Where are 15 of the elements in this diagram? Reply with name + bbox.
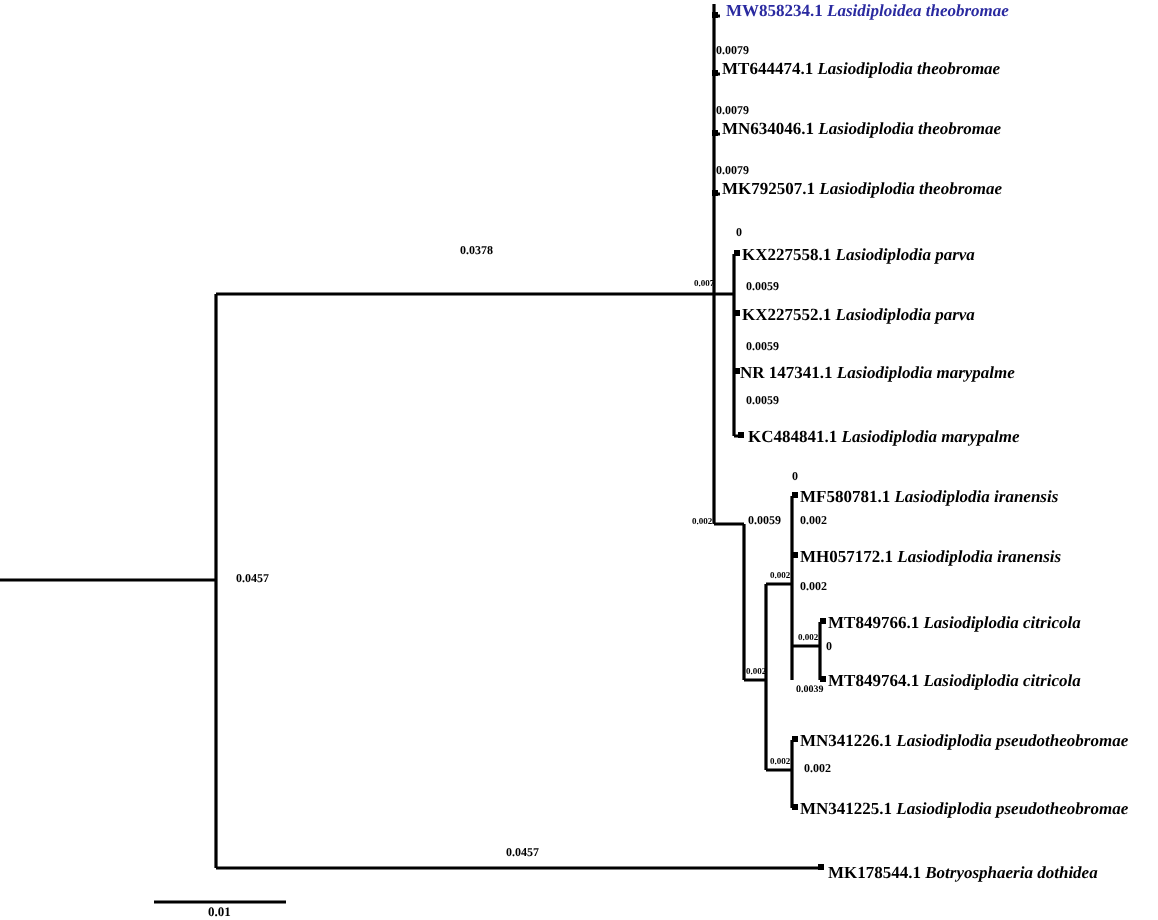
taxon-label: MN341225.1 Lasiodiplodia pseudotheobromae [800, 800, 1129, 817]
taxon-label: MN341226.1 Lasiodiplodia pseudotheobromae [800, 732, 1129, 749]
taxon-label: MF580781.1 Lasiodiplodia iranensis [800, 488, 1059, 505]
taxon-label: MK178544.1 Botryosphaeria dothidea [828, 864, 1098, 881]
taxon-label: KX227558.1 Lasiodiplodia parva [742, 246, 975, 263]
taxon-label: MN634046.1 Lasiodiplodia theobromae [722, 120, 1002, 137]
taxon-label: MH057172.1 Lasiodiplodia iranensis [800, 548, 1062, 565]
taxon-label: MW858234.1 Lasidiploidea theobromae [726, 2, 1009, 19]
taxon-label: MT849766.1 Lasiodiplodia citricola [828, 614, 1081, 631]
taxon-label: MK792507.1 Lasiodiplodia theobromae [722, 180, 1003, 197]
taxon-label: MT849764.1 Lasiodiplodia citricola [828, 672, 1081, 689]
taxon-label: MT644474.1 Lasiodiplodia theobromae [722, 60, 1001, 77]
taxon-label: NR 147341.1 Lasiodiplodia marypalme [740, 364, 1015, 381]
taxon-label: KC484841.1 Lasiodiplodia marypalme [748, 428, 1020, 445]
taxon-label: KX227552.1 Lasiodiplodia parva [742, 306, 975, 323]
